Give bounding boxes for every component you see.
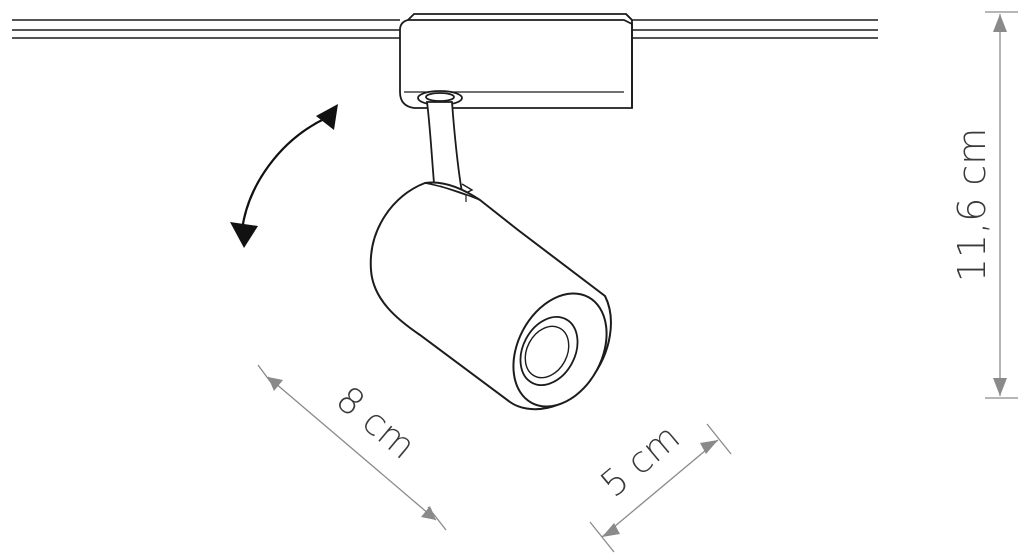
track-rail xyxy=(12,19,878,39)
height-dimension xyxy=(985,11,1018,399)
track-adapter xyxy=(399,13,633,109)
rotation-arrow-icon xyxy=(230,104,338,248)
diameter-label: 5 cm xyxy=(593,417,688,506)
length-label: 8 cm xyxy=(328,379,423,468)
diameter-dimension xyxy=(589,423,732,553)
stem-arm xyxy=(425,101,474,195)
height-label: 11,6 cm xyxy=(950,128,994,283)
spotlight-lens xyxy=(512,292,608,408)
length-dimension xyxy=(257,364,447,531)
